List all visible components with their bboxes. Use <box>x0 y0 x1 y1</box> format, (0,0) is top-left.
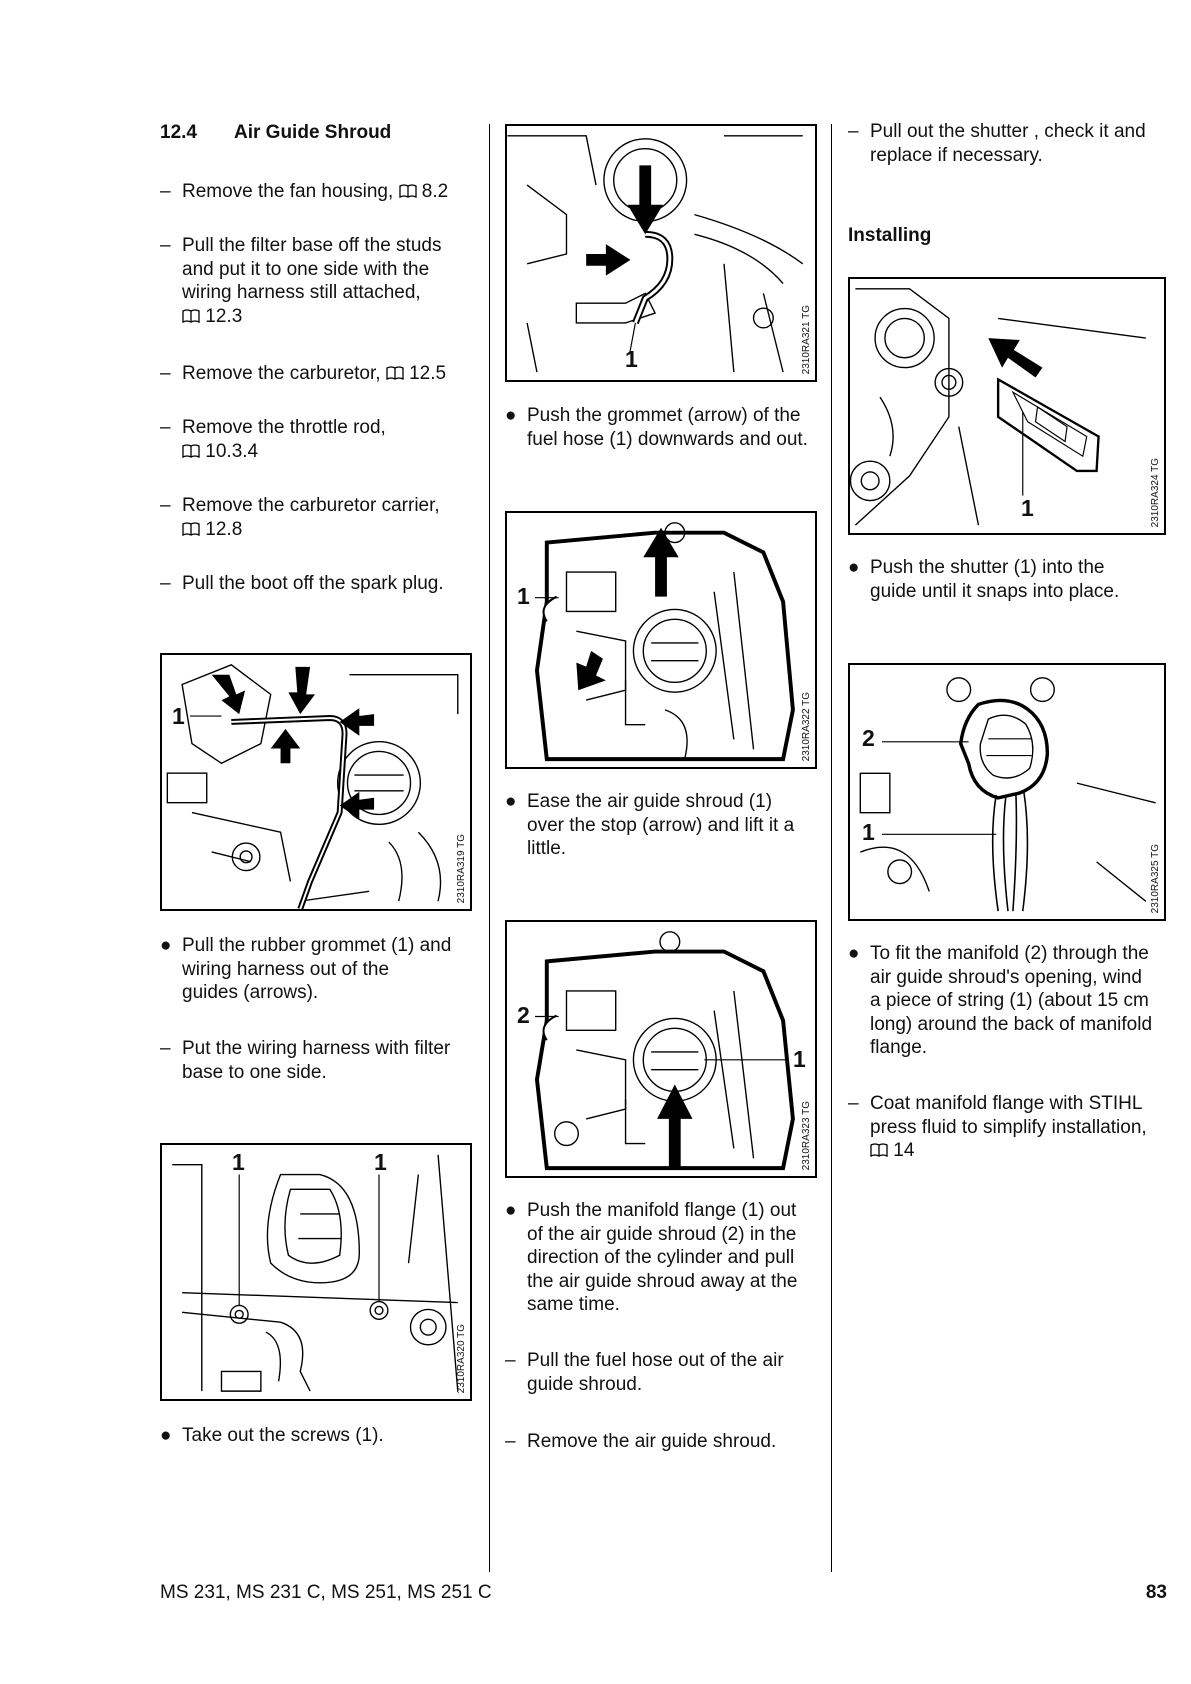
figure-2310RA319: 1 2310RA319 TG <box>160 653 472 911</box>
figure-2310RA324: 1 2310RA324 TG <box>848 277 1166 535</box>
book-reference-icon <box>398 182 417 202</box>
section-number: 12.4 <box>160 122 197 143</box>
page-number: 83 <box>1145 1582 1167 1603</box>
column-divider-right <box>831 124 832 1572</box>
subheading-installing: Installing <box>848 225 932 246</box>
step-pull-out-shutter: – Pull out the shutter , check it and re… <box>848 121 1146 166</box>
figure-2310RA321: 1 2310RA321 TG <box>505 124 817 382</box>
drawing-fuel-hose-grommet <box>507 135 804 373</box>
figure-2310RA320: 1 1 2310RA320 TG <box>160 1143 472 1401</box>
step-remove-shroud: – Remove the air guide shroud. <box>505 1431 777 1452</box>
callout-2: 2 <box>862 725 875 751</box>
step-remove-carburetor: – Remove the carburetor, 12.5 <box>160 363 447 384</box>
drawing-screws <box>172 1154 459 1392</box>
drawing-air-guide-shroud-stop <box>534 522 795 762</box>
figure-code: 2310RA324 TG <box>1150 457 1161 527</box>
callout-1: 1 <box>862 819 875 845</box>
figure-2310RA325: 2 1 2310RA325 TG <box>848 663 1166 921</box>
drawing-manifold-string <box>859 677 1156 912</box>
callout-1: 1 <box>172 703 185 729</box>
book-reference-icon <box>182 520 200 540</box>
drawing-grommet-harness <box>166 664 459 909</box>
figure-code: 2310RA320 TG <box>456 1323 467 1393</box>
step-push-grommet: ● Push the grommet (arrow) of the fuel h… <box>505 405 808 450</box>
callout-2: 2 <box>517 1002 530 1028</box>
drawing-shutter <box>850 288 1146 526</box>
callout-1-right: 1 <box>374 1149 387 1175</box>
figure-code: 2310RA325 TG <box>1150 843 1161 913</box>
book-reference-icon <box>182 442 200 462</box>
figure-code: 2310RA323 TG <box>801 1100 812 1170</box>
step-coat-manifold-flange: – Coat manifold flange with STIHL press … <box>848 1093 1147 1161</box>
callout-1: 1 <box>1021 495 1034 521</box>
callout-1: 1 <box>793 1046 806 1072</box>
figure-2310RA322: 1 2310RA322 TG <box>505 511 817 769</box>
callout-1: 1 <box>625 346 638 372</box>
step-remove-carburetor-carrier: – Remove the carburetor carrier, 12.8 <box>160 495 440 540</box>
drawing-manifold-flange <box>534 931 795 1171</box>
callout-1-left: 1 <box>232 1149 245 1175</box>
step-push-manifold-flange: ● Push the manifold flange (1) out of th… <box>505 1200 798 1315</box>
step-ease-shroud: ● Ease the air guide shroud (1) over the… <box>505 791 795 859</box>
figure-2310RA323: 2 1 2310RA323 TG <box>505 920 817 1178</box>
step-push-shutter: ● Push the shutter (1) into the guide un… <box>848 557 1120 602</box>
figure-code: 2310RA321 TG <box>801 304 812 374</box>
figure-code: 2310RA322 TG <box>801 691 812 761</box>
footer-models: MS 231, MS 231 C, MS 251, MS 251 C <box>160 1582 492 1603</box>
step-pull-rubber-grommet: ● Pull the rubber grommet (1) and wiring… <box>160 935 452 1003</box>
book-reference-icon <box>386 364 404 384</box>
section-heading: 12.4 Air Guide Shroud <box>160 121 391 145</box>
step-take-out-screws: ● Take out the screws (1). <box>160 1425 384 1446</box>
step-remove-fan-housing: – Remove the fan housing, 8.2 <box>160 181 449 202</box>
book-reference-icon <box>182 307 200 327</box>
book-reference-icon <box>870 1141 888 1161</box>
step-put-harness-aside: – Put the wiring harness with filter bas… <box>160 1038 451 1083</box>
step-pull-boot: – Pull the boot off the spark plug. <box>160 573 444 594</box>
step-pull-fuel-hose: – Pull the fuel hose out of the air guid… <box>505 1350 784 1395</box>
step-remove-throttle-rod: – Remove the throttle rod, 10.3.4 <box>160 417 386 462</box>
section-title: Air Guide Shroud <box>234 122 392 143</box>
callout-1: 1 <box>517 583 530 609</box>
step-fit-manifold-string: ● To fit the manifold (2) through the ai… <box>848 943 1153 1058</box>
column-divider-left <box>489 124 490 1572</box>
figure-code: 2310RA319 TG <box>456 833 467 903</box>
step-pull-filter-base: – Pull the filter base off the studs and… <box>160 235 442 327</box>
